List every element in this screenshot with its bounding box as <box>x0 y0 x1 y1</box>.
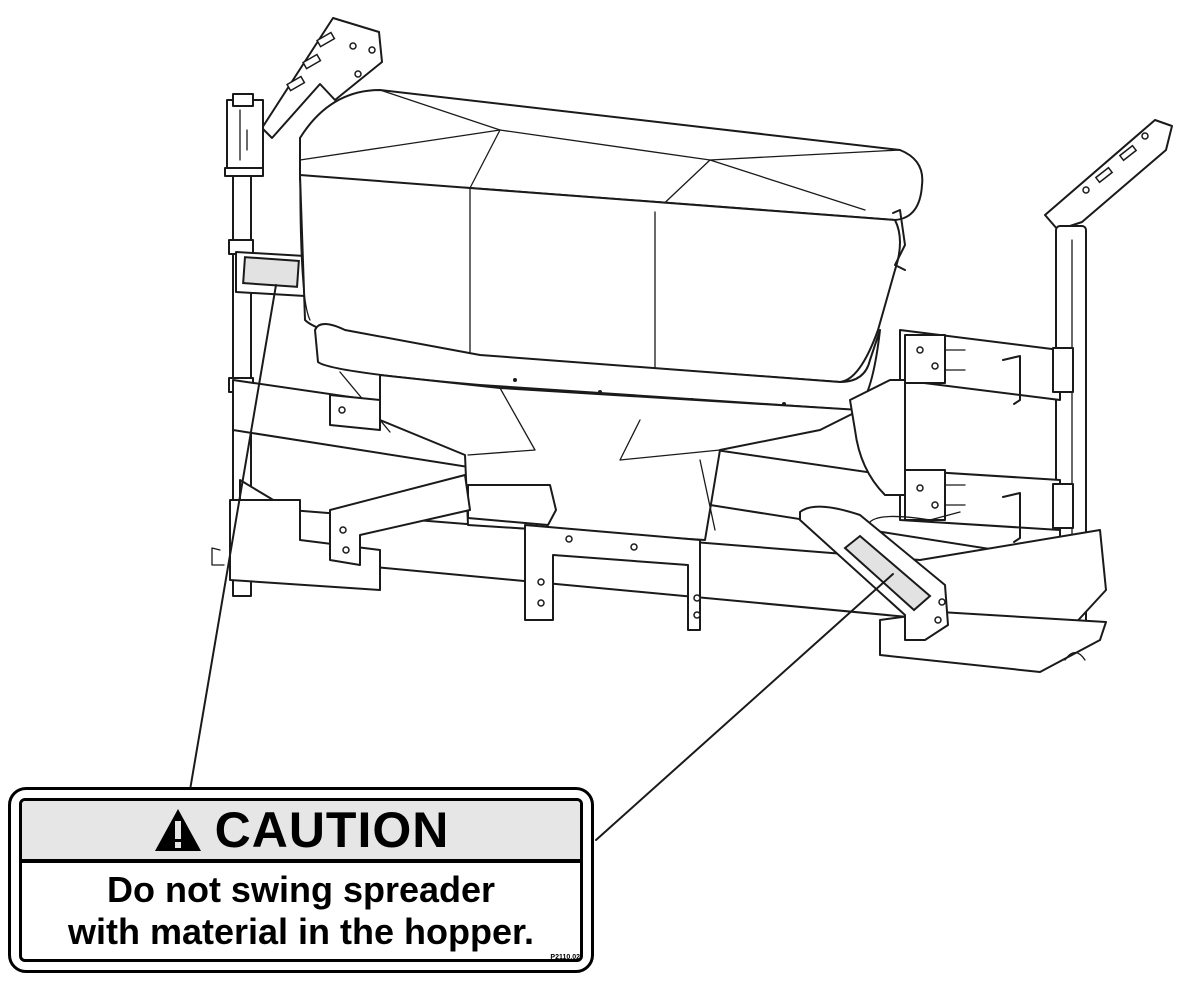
caution-message: Do not swing spreader with material in t… <box>22 863 580 953</box>
right-mount-rails <box>899 329 1074 543</box>
warning-triangle-icon <box>154 809 201 851</box>
right-decal-location <box>843 534 932 612</box>
hopper <box>299 89 924 541</box>
lower-legs <box>329 379 906 631</box>
caution-header: CAUTION <box>22 801 580 863</box>
caution-line-1: Do not swing spreader <box>106 869 496 910</box>
caution-label-inner: CAUTION Do not swing spreader with mater… <box>19 798 583 962</box>
caution-heading: CAUTION <box>214 802 450 858</box>
reference-code: P2110.02 <box>550 954 580 961</box>
caution-label: CAUTION Do not swing spreader with mater… <box>8 787 594 973</box>
caution-line-2: with material in the hopper. <box>67 911 535 952</box>
leader-lines <box>189 284 894 841</box>
left-decal-location <box>242 256 300 288</box>
right-mount-bracket <box>1044 119 1173 231</box>
left-mount-bracket <box>261 17 383 139</box>
